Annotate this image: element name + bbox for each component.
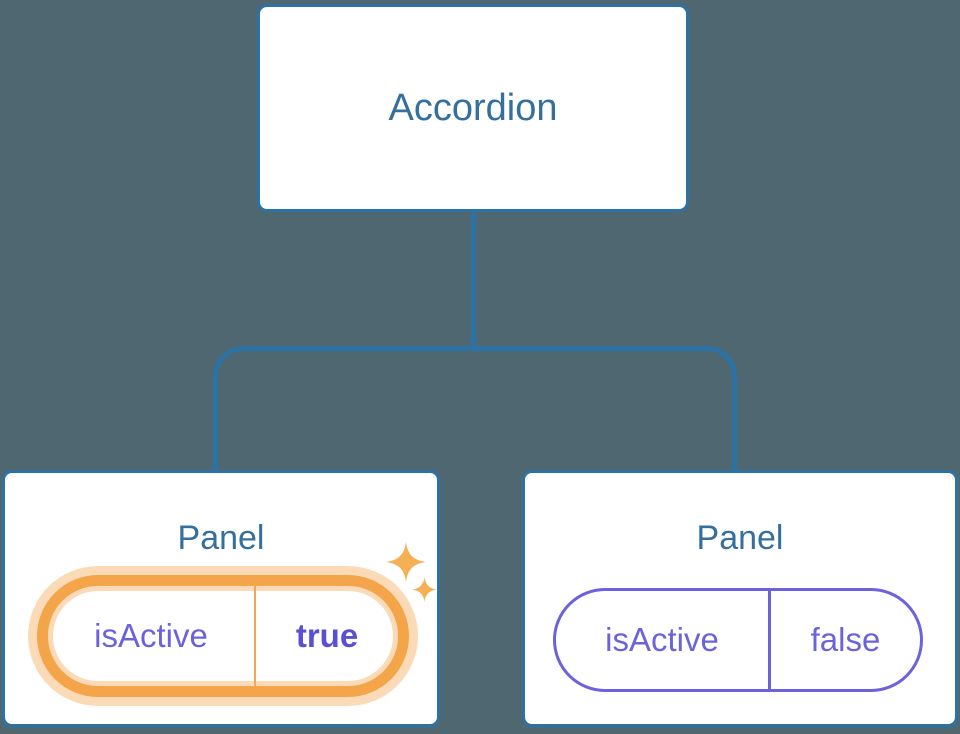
accordion-label: Accordion xyxy=(388,86,558,129)
panel-node-inactive: Panel isActive false xyxy=(522,470,958,727)
connector-branch xyxy=(213,346,737,470)
panel-node-active: Panel isActive true xyxy=(2,470,440,727)
accordion-node: Accordion xyxy=(257,4,689,212)
prop-value: false xyxy=(810,621,881,658)
prop-value: true xyxy=(295,617,359,654)
prop-pill-inactive: isActive false xyxy=(553,588,923,692)
prop-name: isActive xyxy=(605,621,719,658)
connector-stem xyxy=(471,211,476,348)
pill-divider xyxy=(254,586,256,686)
sparkle-large-icon xyxy=(386,542,426,582)
prop-pill-active: isActive true xyxy=(37,575,409,697)
panel-title: Panel xyxy=(177,519,265,557)
panel-title: Panel xyxy=(696,519,784,557)
prop-name: isActive xyxy=(94,617,208,654)
pill-divider xyxy=(768,591,771,689)
sparkle-small-icon xyxy=(412,577,437,602)
